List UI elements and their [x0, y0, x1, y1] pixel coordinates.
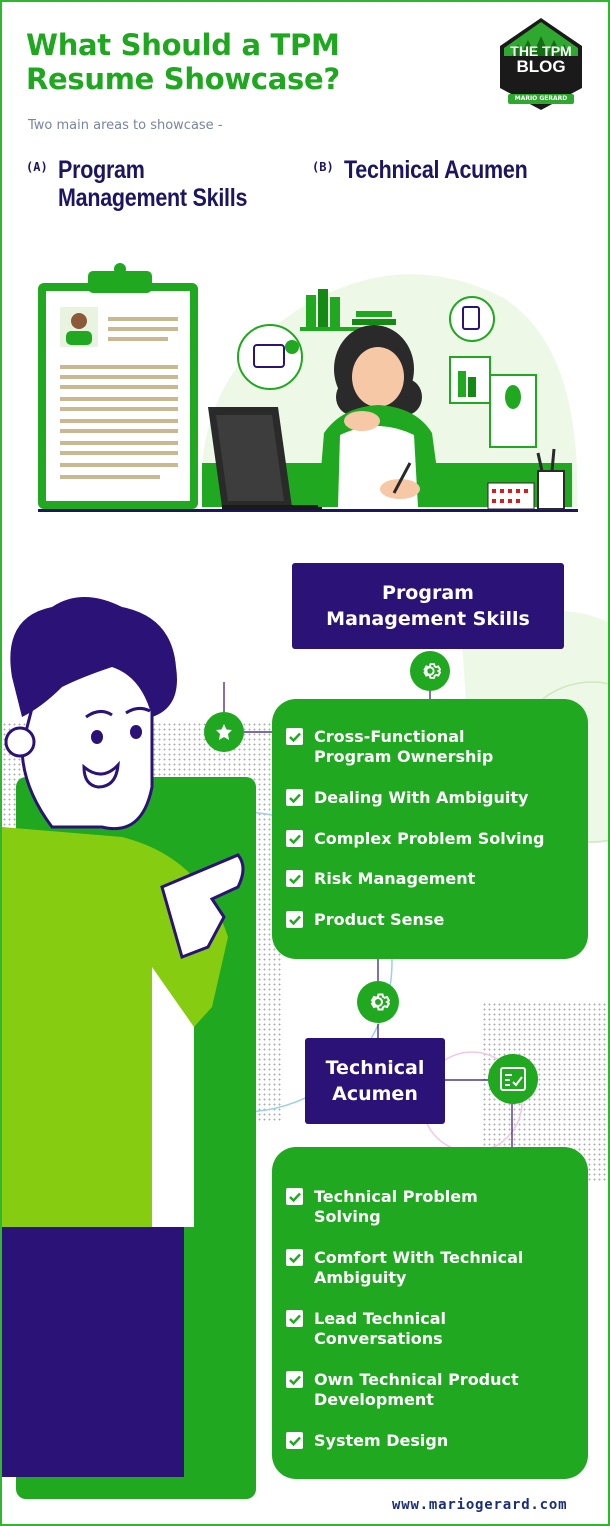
checkbox-icon: [286, 789, 303, 806]
list-item: Risk Management: [286, 869, 584, 889]
man-figure: [2, 597, 256, 1499]
logo-text: THE TPM BLOG: [510, 43, 572, 76]
list-item-label: Lead Technical Conversations: [314, 1309, 447, 1348]
list-item: System Design: [286, 1431, 584, 1451]
list-item-label: Technical Problem Solving: [314, 1187, 478, 1226]
checkbox-icon: [286, 830, 303, 847]
area-a-letter: (A): [26, 160, 48, 174]
list-item: Complex Problem Solving: [286, 829, 584, 849]
list-item-label: Comfort With Technical Ambiguity: [314, 1248, 524, 1287]
checkbox-icon: [286, 911, 303, 928]
woman-figure: [318, 325, 442, 507]
tpm-blog-logo: THE TPM BLOG MARIO GERARD: [498, 16, 584, 112]
hero-illustration: [38, 263, 578, 512]
list-item-label: Product Sense: [314, 910, 445, 929]
checkbox-icon: [286, 1249, 303, 1266]
program-management-card: Cross-Functional Program Ownership Deali…: [272, 699, 588, 959]
checkbox-icon: [286, 728, 303, 745]
program-management-label: Program Management Skills: [292, 563, 564, 649]
title-line-1: What Should a TPM: [26, 28, 340, 62]
list-item: Own Technical Product Development: [286, 1370, 564, 1410]
checkbox-icon: [286, 1432, 303, 1449]
list-item: Product Sense: [286, 910, 584, 930]
logo-badge: [500, 18, 582, 110]
logo-tagline: MARIO GERARD: [514, 95, 568, 102]
title-line-2: Resume Showcase?: [26, 62, 340, 96]
area-a-title: Program Management Skills: [58, 156, 248, 212]
footer-url[interactable]: www.mariogerard.com: [392, 1497, 568, 1513]
checkbox-icon: [286, 1371, 303, 1388]
technical-acumen-card: Technical Problem Solving Comfort With T…: [272, 1147, 588, 1479]
list-item: Cross-Functional Program Ownership: [286, 727, 514, 767]
list-item: Technical Problem Solving: [286, 1187, 514, 1227]
checkbox-icon: [286, 870, 303, 887]
gear-icon: [357, 981, 399, 1023]
list-item: Lead Technical Conversations: [286, 1309, 514, 1349]
list-item-label: Dealing With Ambiguity: [314, 788, 529, 807]
page-title: What Should a TPM Resume Showcase?: [26, 28, 446, 96]
star-icon: [204, 712, 244, 752]
area-b-title: Technical Acumen: [344, 156, 528, 184]
checkbox-icon: [286, 1188, 303, 1205]
technical-acumen-label: Technical Acumen: [305, 1038, 445, 1124]
area-b-letter: (B): [312, 160, 334, 174]
list-item-label: System Design: [314, 1431, 449, 1450]
list-item-label: Complex Problem Solving: [314, 829, 545, 848]
list-item-label: Cross-Functional Program Ownership: [314, 727, 494, 766]
list-item: Dealing With Ambiguity: [286, 788, 584, 808]
checkbox-icon: [286, 1310, 303, 1327]
laptop-icon: [208, 407, 322, 510]
clipboard-icon: [38, 263, 198, 509]
list-item: Comfort With Technical Ambiguity: [286, 1248, 524, 1288]
list-item-label: Own Technical Product Development: [314, 1370, 519, 1409]
gear-icon: [410, 651, 450, 691]
checklist-icon: [488, 1054, 538, 1104]
list-item-label: Risk Management: [314, 869, 476, 888]
page-subtitle: Two main areas to showcase -: [28, 118, 223, 133]
